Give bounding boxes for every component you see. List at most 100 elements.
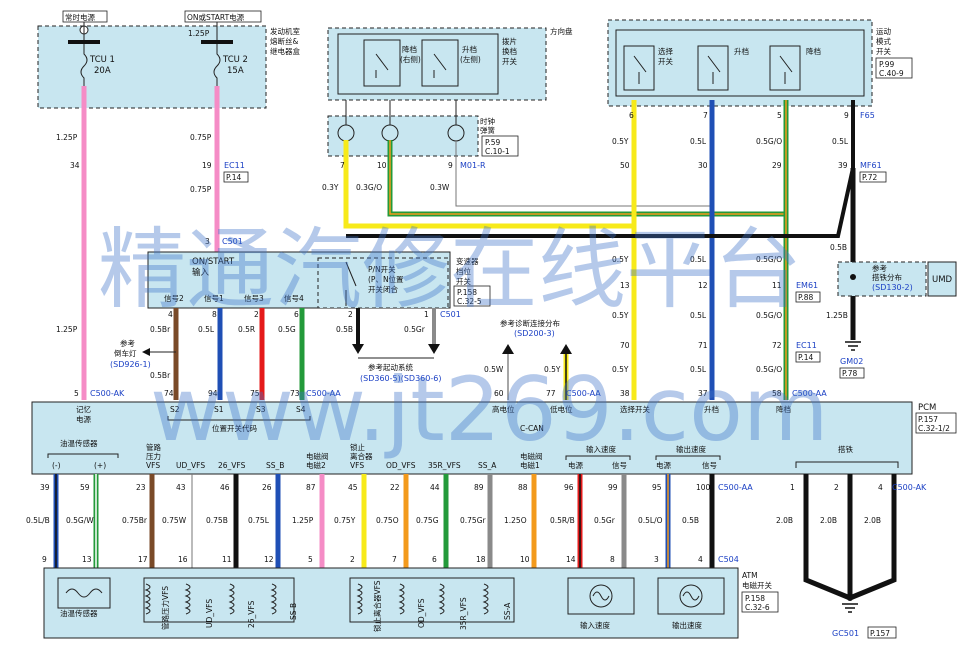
- pin-2-start: 2: [348, 310, 353, 319]
- lower-wire-label: 1.25O: [504, 516, 527, 525]
- pin-12: 12: [698, 281, 708, 290]
- pcm-35r-vfs: 35R_VFS: [428, 461, 461, 470]
- pcm-sel: 选择开关: [620, 404, 650, 414]
- diag-ref-2: (SD200-3): [514, 329, 555, 338]
- lower-pin-bottom: 14: [566, 555, 576, 564]
- arrow-left-icon: [142, 348, 150, 356]
- down-label-1: 降档: [402, 44, 417, 54]
- lower-wire-label: 0.75W: [162, 516, 187, 525]
- sport-title-1: 运动: [876, 26, 891, 36]
- output-speed-sensor: [657, 577, 725, 615]
- ref-p14: P.14: [226, 173, 242, 182]
- pcm-out-speed: 输出速度: [676, 444, 706, 454]
- ref-p78: P.78: [842, 369, 858, 378]
- pcm-in-pwr: 电源: [568, 460, 583, 470]
- lower-wire-label: 2.0B: [820, 516, 837, 525]
- pcm-ccan: C-CAN: [520, 424, 544, 433]
- range-label-2: 档位: [456, 266, 471, 276]
- tcu2-wire: 1.25P: [188, 29, 210, 38]
- lower-pin-top: 23: [136, 483, 146, 492]
- coil-icon: [228, 583, 235, 615]
- pin-70: 70: [620, 341, 630, 350]
- umd-label: UMD: [932, 275, 953, 285]
- wire-label-05go-3: 0.5G/O: [756, 311, 782, 320]
- lower-pin-bottom: 8: [610, 555, 615, 564]
- reverse-ref-2: 倒车灯: [114, 348, 137, 358]
- pin-72: 72: [772, 341, 782, 350]
- wire-label-125p: 1.25P: [56, 133, 78, 142]
- pin-39: 39: [838, 161, 848, 170]
- bus-bar: [68, 40, 100, 44]
- lower-pin-top: 39: [40, 483, 50, 492]
- onstart-title-1: ON/START: [192, 257, 235, 267]
- start-ref-1: 参考起动系统: [368, 362, 413, 372]
- pcm-sol1-2: 电磁1: [520, 460, 540, 470]
- pin-6: 6: [629, 111, 634, 120]
- wire-label-05l: 0.5L: [690, 137, 707, 146]
- lower-pin-bottom: 11: [222, 555, 232, 564]
- ref-p88: P.88: [798, 293, 814, 302]
- lower-pin-top: 44: [430, 483, 440, 492]
- pcm-ref-2: C.32-1/2: [918, 424, 950, 433]
- fuse-box: [37, 25, 267, 109]
- conn-c500aa-2: C500-AA: [566, 389, 601, 398]
- ref-p14-b: P.14: [798, 353, 814, 362]
- ref-p72: P.72: [862, 173, 878, 182]
- lower-pin-bottom: 5: [308, 555, 313, 564]
- lower-pin-bottom: 7: [392, 555, 397, 564]
- atm-oil-temp: 油温传感器: [60, 608, 98, 618]
- lower-pin-top: 43: [176, 483, 186, 492]
- umd-box: [927, 261, 957, 297]
- arrow-up-icon-2: [560, 344, 572, 354]
- conn-ec11: EC11: [224, 161, 245, 170]
- lower-pin-top: 59: [80, 483, 90, 492]
- lower-pin-top: 99: [608, 483, 618, 492]
- wire-label-05l-4: 0.5L: [690, 311, 707, 320]
- wire-03w: [455, 140, 712, 207]
- pcm-up: 升档: [704, 404, 719, 414]
- pin-5: 5: [74, 389, 79, 398]
- pcm-ud-vfs: UD_VFS: [176, 461, 205, 470]
- pin-30: 30: [698, 161, 708, 170]
- onstart-title-2: 输入: [192, 267, 210, 278]
- pcm-lock-2: 离合器: [350, 451, 373, 461]
- pn-label-1: P/N开关: [368, 264, 396, 274]
- arrow-down-icon-2: [428, 344, 440, 354]
- pin-11: 11: [772, 281, 782, 290]
- clock-ref-1: P.59: [485, 138, 501, 147]
- lower-pin-top: 95: [652, 483, 662, 492]
- coil-icon: [482, 583, 489, 615]
- wire-ground-mf61: [346, 100, 855, 238]
- conn-c500aa-3: C500-AA: [792, 389, 827, 398]
- pin-77: 77: [546, 389, 556, 398]
- conn-c504: C504: [718, 555, 739, 564]
- sport-ref-2: C.40-9: [879, 69, 904, 78]
- sport-sw1-1: 选择: [658, 46, 673, 56]
- lower-pin-top: 87: [306, 483, 316, 492]
- bus-bar-2: [201, 40, 233, 44]
- lower-pin-bottom: 16: [178, 555, 188, 564]
- pcm-s1: S1: [214, 405, 224, 414]
- lower-pin-top: 26: [262, 483, 272, 492]
- lower-wire-label: 2.0B: [776, 516, 793, 525]
- lower-pin-top: 1: [790, 483, 795, 492]
- coil-icon: [184, 583, 191, 615]
- switch-icon-2: [433, 53, 447, 78]
- sine-wave-icon: [589, 584, 613, 608]
- pin-37: 37: [698, 389, 708, 398]
- coil-icon: [438, 583, 445, 615]
- down-label-2: (右侧): [400, 54, 421, 64]
- conn-gm02: GM02: [840, 357, 863, 366]
- pcm-ssb: SS_B: [266, 461, 284, 470]
- clock-label-1: 时钟: [480, 116, 495, 126]
- lower-pin-top: 96: [564, 483, 574, 492]
- conn-c500ak: C500-AK: [90, 389, 125, 398]
- oil-temp-sensor: [57, 577, 111, 609]
- pin-34: 34: [70, 161, 80, 170]
- pcm-pos-code: 位置开关代码: [212, 423, 257, 433]
- wire-label-125b: 1.25B: [826, 311, 848, 320]
- watermark-line-1: 精通汽修在线平台: [98, 218, 802, 321]
- wire-label-05l-3: 0.5L: [690, 255, 707, 264]
- switch-icon: [375, 53, 389, 78]
- lower-wire-label: 0.5G/W: [66, 516, 94, 525]
